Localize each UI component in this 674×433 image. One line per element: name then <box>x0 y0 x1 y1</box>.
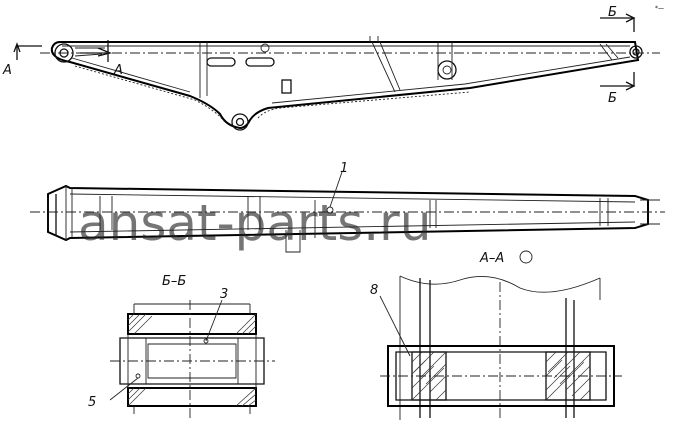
callout-item-1: 1 <box>340 161 348 176</box>
section-b-marker-bottom: Б <box>608 91 617 106</box>
rotation-symbol-icon <box>519 250 533 264</box>
hatching <box>127 313 257 407</box>
section-b-marker-top: Б <box>608 5 617 20</box>
bearing-left <box>411 351 447 401</box>
boom-arm-elevation-view: A A Б Б *— <box>2 5 664 131</box>
callout-item-3: 3 <box>220 287 228 302</box>
section-a-title: А–А <box>479 251 504 266</box>
watermark: ansat-parts.ru <box>78 194 431 252</box>
callout-item-5: 5 <box>88 395 96 410</box>
corner-mark: *— <box>655 5 664 12</box>
section-b-title: Б–Б <box>162 274 186 289</box>
section-a-a-label: А–А <box>479 250 533 266</box>
section-a-marker-right: A <box>113 63 123 78</box>
boom-arm-plan-view: 1 <box>30 161 665 253</box>
section-b-b-view: Б–Б 3 5 <box>88 274 275 418</box>
callout-item-8: 8 <box>370 283 378 298</box>
section-a-a-view: 8 <box>370 275 622 420</box>
bearing-right <box>545 351 591 401</box>
section-a-marker-left: A <box>2 63 12 78</box>
